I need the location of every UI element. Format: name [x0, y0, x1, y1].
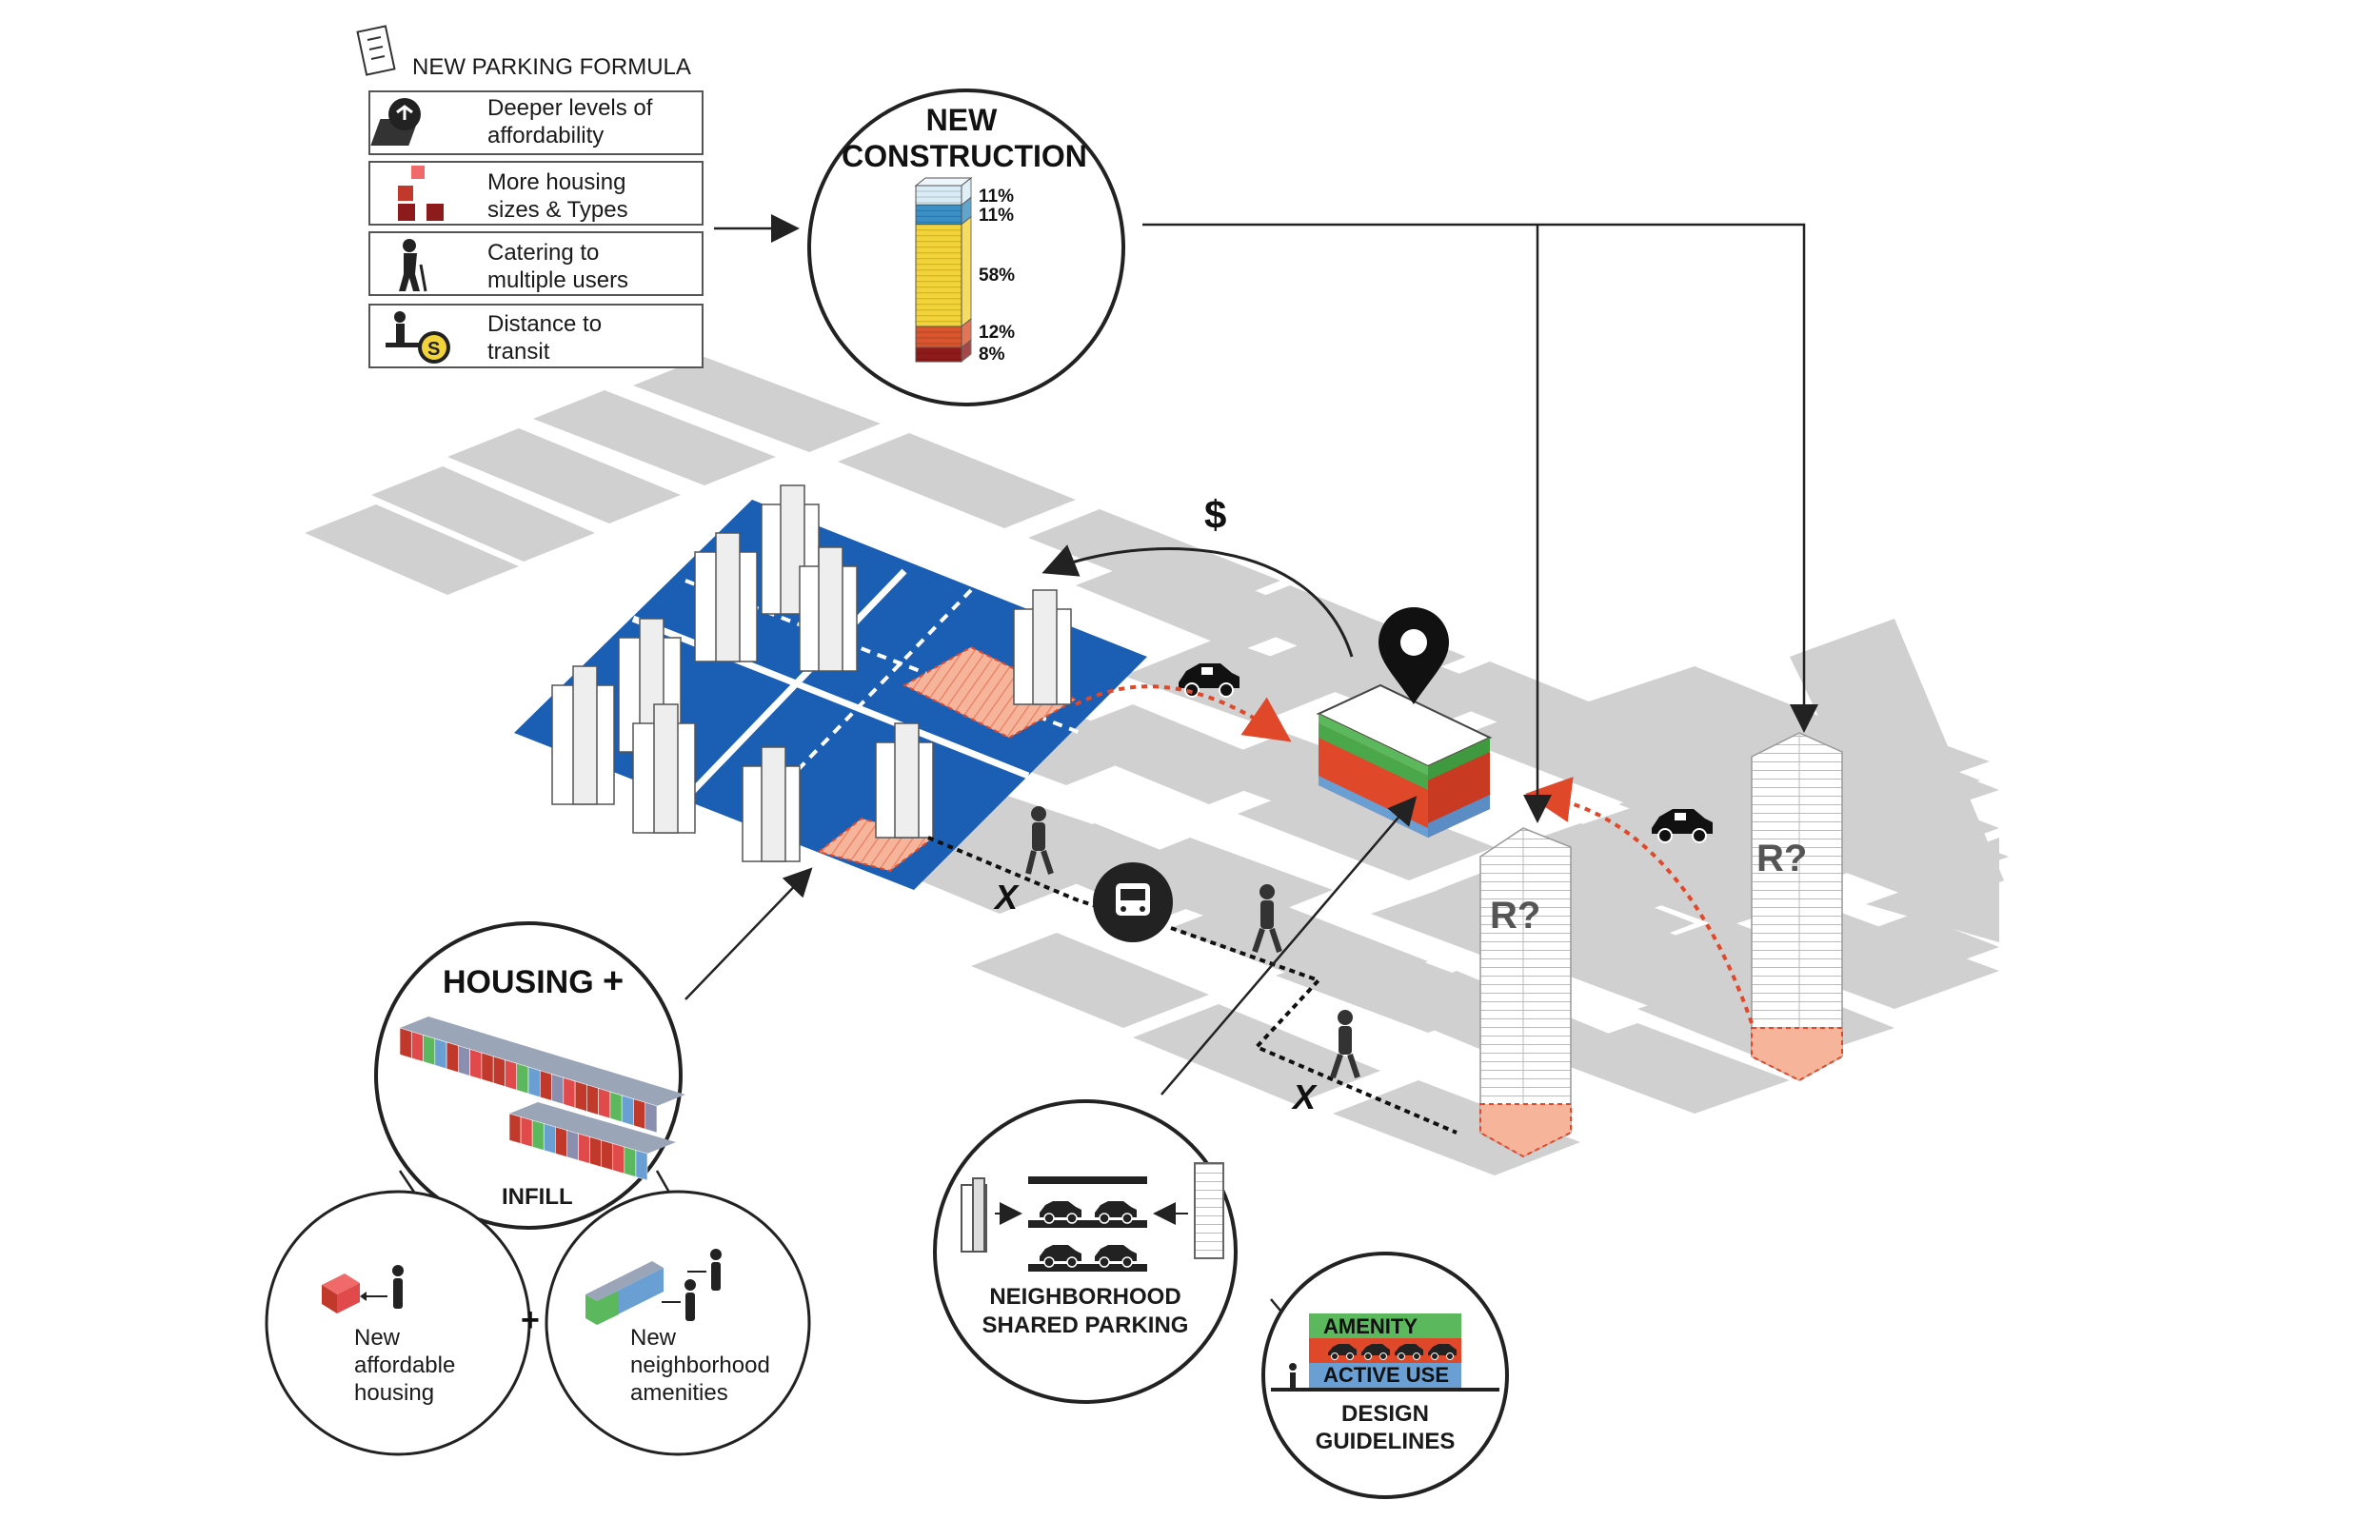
- svg-text:SHARED PARKING: SHARED PARKING: [982, 1313, 1189, 1338]
- svg-text:New: New: [354, 1325, 401, 1351]
- stack-segment: [915, 224, 962, 327]
- pedestrian-icon: [1330, 1010, 1360, 1078]
- formula-item-housing-sizes: [368, 161, 704, 226]
- svg-text:INFILL: INFILL: [502, 1184, 573, 1210]
- people-icon: [662, 1249, 722, 1321]
- transit-distance-icon: S: [386, 311, 450, 364]
- proposed-tower-1: R?: [1479, 827, 1572, 1158]
- walk-cross-2: X: [1291, 1077, 1318, 1116]
- svg-text:More housing: More housing: [487, 169, 625, 195]
- person-icon: [1289, 1363, 1297, 1388]
- housing-blocks-icon: [398, 166, 444, 221]
- stack-label: 11%: [979, 206, 1014, 226]
- walk-cross-1: X: [993, 878, 1020, 917]
- tower-icon: [961, 1177, 1022, 1253]
- pedestrian-icon: [1252, 884, 1282, 953]
- construction-stack: [914, 176, 973, 364]
- pedestrian-icon: [1025, 806, 1054, 875]
- location-pin-icon: [1378, 607, 1449, 704]
- money-flow: $: [1041, 492, 1354, 658]
- amenities-callout: New neighborhood amenities: [545, 1190, 811, 1456]
- stack-label: 12%: [979, 323, 1015, 343]
- checklist-icon: [356, 25, 396, 76]
- formula-item-affordability: [368, 90, 704, 155]
- tall-tower-icon: [1153, 1162, 1224, 1259]
- proposed-tower-2: R?: [1751, 732, 1843, 1082]
- design-guidelines-callout: AMENITY ACTIVE USE DESIGN GUIDELINES: [1261, 1252, 1509, 1499]
- svg-text:Distance to: Distance to: [487, 311, 602, 337]
- svg-text:Deeper levels of: Deeper levels of: [487, 95, 653, 121]
- svg-text:housing: housing: [354, 1380, 434, 1406]
- stack-segment: [915, 204, 962, 226]
- svg-text:Catering to: Catering to: [487, 240, 599, 266]
- svg-text:sizes & Types: sizes & Types: [487, 197, 628, 223]
- elderly-person-icon: [399, 239, 427, 292]
- svg-text:GUIDELINES: GUIDELINES: [1316, 1429, 1456, 1454]
- money-label: $: [1204, 492, 1226, 537]
- money-stack-icon: [370, 98, 421, 146]
- svg-text:affordability: affordability: [487, 123, 604, 148]
- svg-text:transit: transit: [487, 339, 550, 365]
- svg-text:New: New: [630, 1325, 677, 1351]
- svg-text:+: +: [521, 1302, 540, 1338]
- formula-title: NEW PARKING FORMULA: [412, 54, 691, 80]
- stack-label: 8%: [979, 345, 1005, 365]
- svg-text:+: +: [603, 961, 624, 1001]
- stack-label: 58%: [979, 266, 1015, 286]
- street-grid: [305, 357, 2009, 1175]
- car-icon: [1652, 809, 1713, 843]
- svg-text:CONSTRUCTION: CONSTRUCTION: [842, 139, 1087, 173]
- tower-label-2: R?: [1756, 838, 1807, 879]
- svg-text:HOUSING: HOUSING: [443, 964, 594, 1000]
- person-icon: [360, 1265, 404, 1309]
- svg-text:neighborhood: neighborhood: [630, 1352, 770, 1378]
- construction-labels: 11%11% 58% 12%8%: [979, 187, 1015, 365]
- car-icon: [1179, 663, 1240, 698]
- svg-text:S: S: [427, 339, 440, 360]
- svg-text:multiple users: multiple users: [487, 267, 628, 293]
- shared-parking-callout: NEIGHBORHOOD SHARED PARKING: [933, 1099, 1238, 1404]
- svg-text:ACTIVE USE: ACTIVE USE: [1323, 1363, 1449, 1387]
- infill-blocks: [399, 1017, 685, 1181]
- connector-lines: [398, 214, 1818, 1329]
- amenity-band: [1309, 1313, 1461, 1338]
- bus-stop-icon: [1093, 862, 1173, 942]
- svg-text:DESIGN: DESIGN: [1341, 1401, 1429, 1427]
- svg-text:affordable: affordable: [354, 1352, 455, 1378]
- parking-relocation-arrows: [1075, 684, 1754, 1024]
- svg-text:NEIGHBORHOOD: NEIGHBORHOOD: [989, 1284, 1180, 1310]
- svg-text:amenities: amenities: [630, 1380, 728, 1406]
- affordable-housing-callout: New affordable housing: [265, 1190, 531, 1456]
- housing-unit-icon: [322, 1273, 360, 1313]
- housing-towers: [551, 484, 1072, 862]
- new-construction-callout: NEW CONSTRUCTION 11%11% 58% 12%8%: [807, 89, 1125, 406]
- parking-formula: NEW PARKING FORMULA Deeper levels of aff…: [356, 25, 704, 368]
- tower-label-1: R?: [1490, 895, 1540, 937]
- stack-segment: [915, 346, 962, 363]
- housing-callout: HOUSING + INFILL: [374, 921, 685, 1230]
- stack-label: 11%: [979, 187, 1014, 207]
- amenity-building-icon: [585, 1261, 664, 1325]
- svg-text:AMENITY: AMENITY: [1323, 1314, 1418, 1338]
- stack-segment: [915, 326, 962, 348]
- svg-text:NEW: NEW: [926, 103, 998, 137]
- active-use-band: [1309, 1363, 1461, 1388]
- stack-segment: [915, 185, 962, 206]
- parking-garage-icon: [1028, 1176, 1147, 1272]
